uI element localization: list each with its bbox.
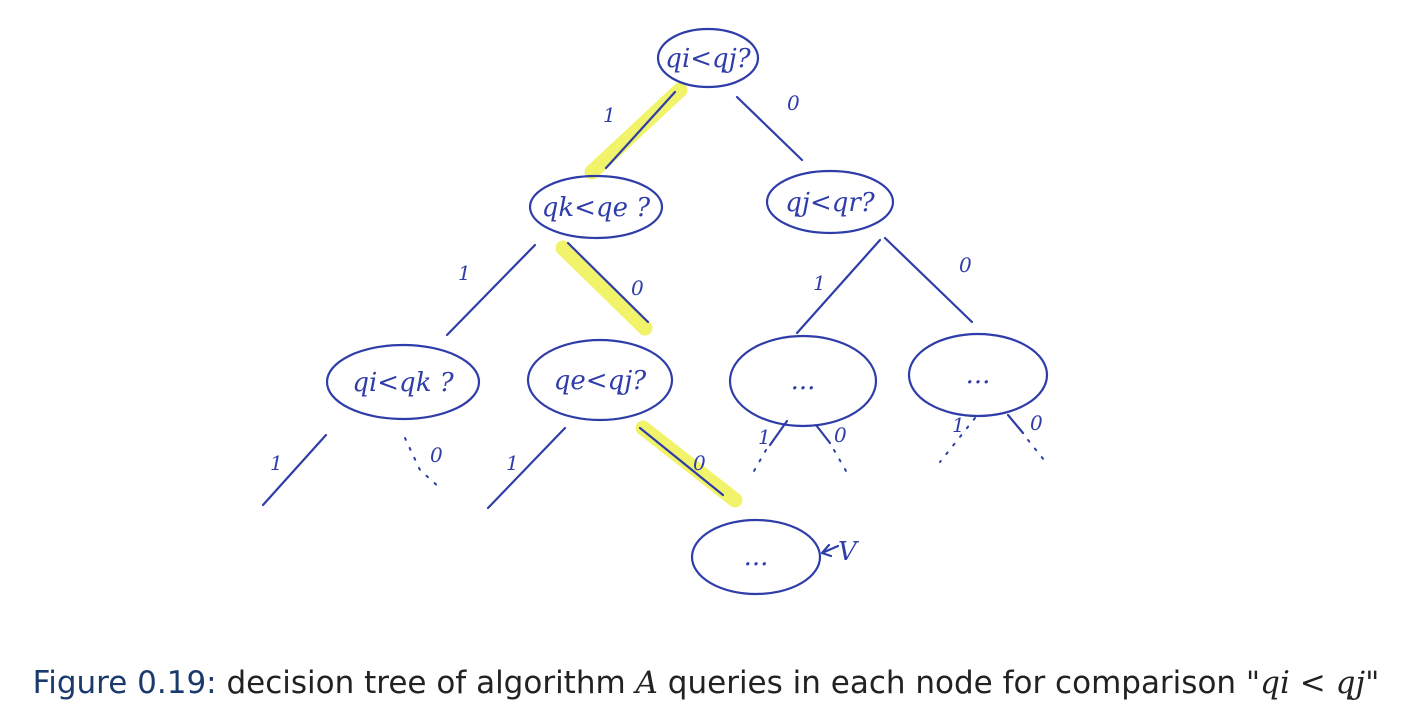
edge-right-rightleft — [795, 238, 882, 335]
edge-rl-1-dots — [749, 449, 767, 479]
edge-label-ll-0: 0 — [430, 443, 443, 467]
edge-label-lr-1: 1 — [506, 451, 519, 475]
caption-text-middle: queries in each node for comparison — [667, 665, 1237, 701]
edge-label-root-left: 1 — [603, 103, 616, 127]
tree-edges — [261, 90, 1049, 510]
edge-rr-0-dots — [1027, 439, 1049, 466]
edge-label-left-right: 0 — [631, 276, 644, 300]
edge-label-rl-0: 0 — [834, 423, 847, 447]
figure-label: Figure 0.19: — [32, 665, 217, 701]
node-left: qk<qe ? — [528, 174, 664, 240]
edge-label-right-right: 0 — [959, 253, 972, 277]
edge-label-left-left: 1 — [458, 261, 471, 285]
edge-rl-0 — [814, 423, 832, 445]
edge-left-leftleft — [445, 243, 537, 337]
leaf-marker-text: V — [838, 537, 859, 567]
node-leaf: ... — [690, 518, 822, 596]
caption-text-before: decision tree of algorithm — [226, 665, 626, 701]
node-right-right-text: ... — [966, 360, 991, 390]
node-root-text: qi<qj? — [665, 44, 751, 74]
node-right-left: ... — [728, 334, 878, 428]
edge-leftright-0 — [638, 426, 725, 497]
caption-comparison: "qi < qj" — [1245, 665, 1380, 701]
edge-label-right-left: 1 — [813, 271, 826, 295]
node-leaf-text: ... — [744, 542, 769, 572]
edge-rl-0-dots — [833, 449, 851, 479]
highlighted-path — [555, 82, 743, 508]
edge-label-ll-1: 1 — [270, 451, 283, 475]
edge-leftleft-0 — [404, 437, 441, 489]
edge-right-rightright — [883, 236, 974, 324]
edge-label-lr-0: 0 — [693, 451, 706, 475]
node-left-right-text: qe<qj? — [554, 366, 648, 396]
edge-leftleft-1 — [261, 433, 328, 507]
edge-root-right — [735, 95, 804, 162]
node-right: qj<qr? — [765, 169, 895, 235]
edge-labels: 1 0 1 0 1 0 1 0 1 0 1 0 1 0 — [270, 91, 1043, 475]
edge-label-rl-1: 1 — [758, 425, 771, 449]
node-right-text: qj<qr? — [785, 188, 876, 218]
edge-left-leftright — [566, 241, 650, 324]
edge-label-rr-1: 1 — [952, 413, 965, 437]
node-left-right: qe<qj? — [526, 338, 674, 422]
leaf-marker: V — [820, 537, 859, 567]
edge-leftright-1 — [486, 426, 567, 510]
node-left-text: qk<qe ? — [542, 193, 651, 223]
node-root: qi<qj? — [656, 27, 760, 89]
caption-algorithm: A — [635, 665, 658, 701]
figure-caption: Figure 0.19: decision tree of algorithm … — [0, 665, 1412, 701]
edge-rr-0 — [1006, 413, 1025, 435]
edge-rr-1-dots — [939, 417, 976, 463]
node-right-right: ... — [907, 332, 1049, 418]
decision-tree-diagram: qi<qj? qk<qe ? qj<qr? qi<qk ? qe<qj? ...… — [261, 27, 1049, 596]
edge-label-rr-0: 0 — [1030, 411, 1043, 435]
node-right-left-text: ... — [791, 366, 816, 396]
edge-root-left — [604, 90, 677, 170]
node-left-left: qi<qk ? — [325, 343, 481, 421]
node-left-left-text: qi<qk ? — [352, 368, 454, 398]
edge-label-root-right: 0 — [787, 91, 800, 115]
